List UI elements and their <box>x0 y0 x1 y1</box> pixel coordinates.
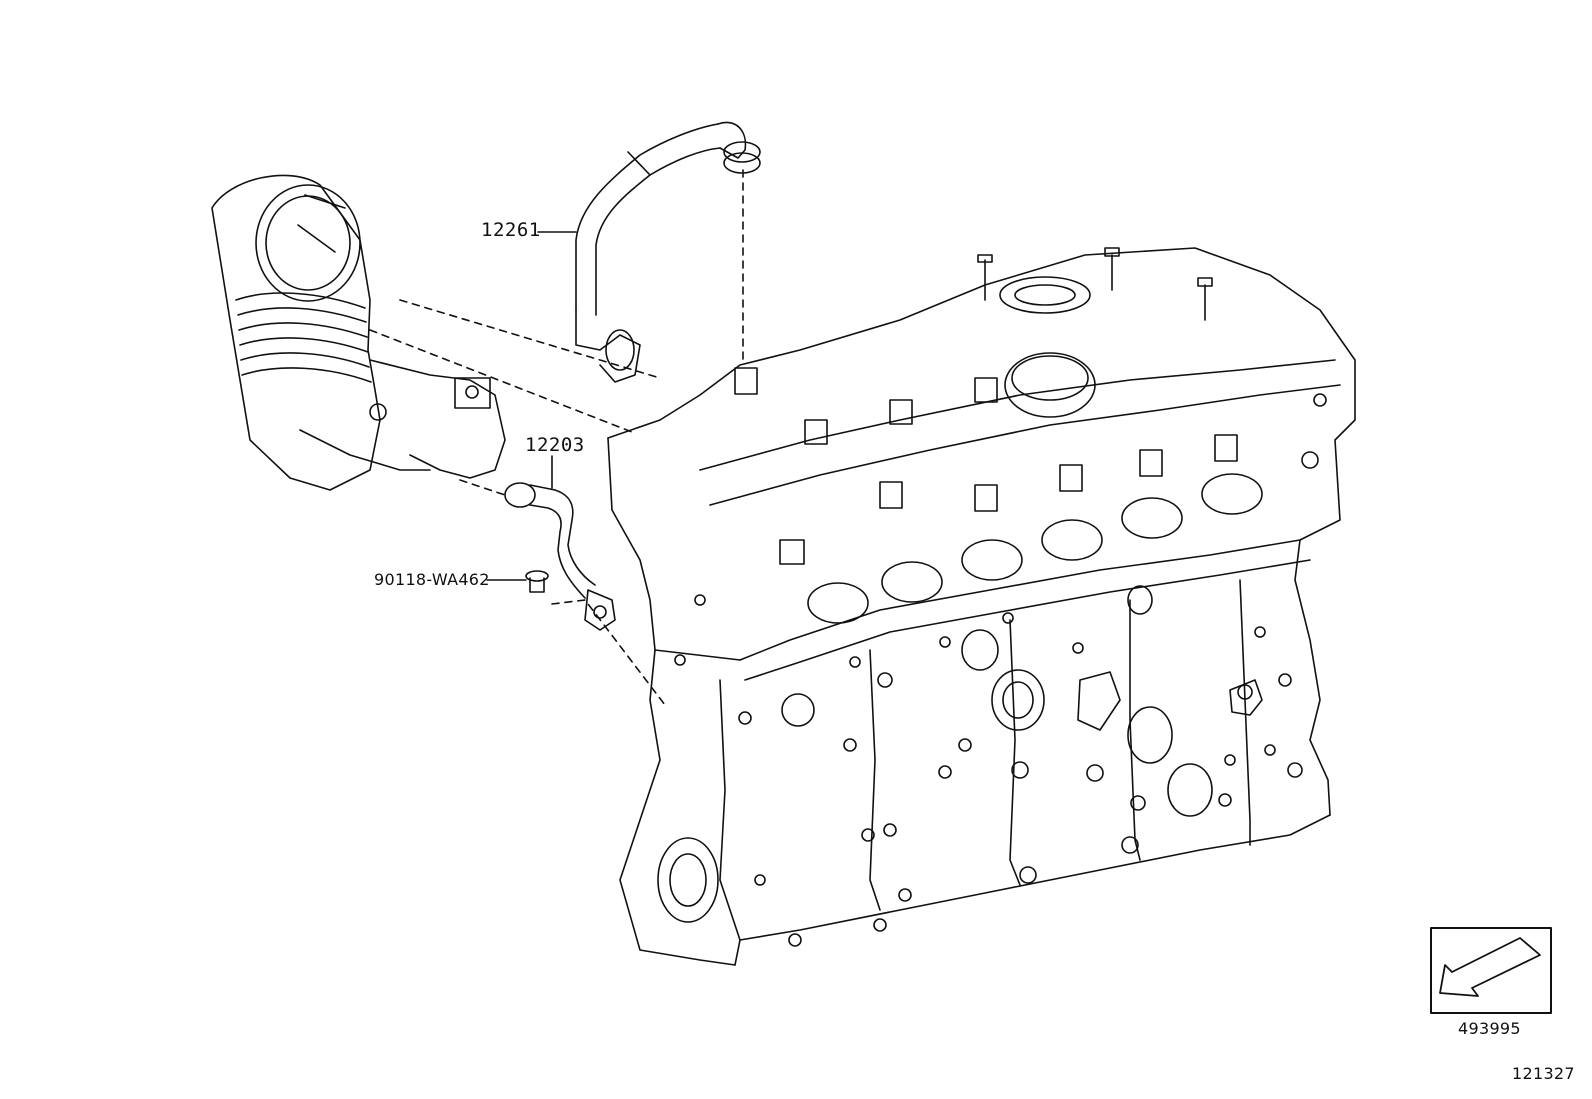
callout-bolt: 90118-WA462 <box>374 570 490 589</box>
ventilation-hose <box>504 482 616 631</box>
callout-leaders <box>486 231 577 581</box>
leader-dashed-lines <box>369 169 744 706</box>
figure-number: 121327 <box>1512 1064 1575 1083</box>
engine-block <box>607 247 1356 966</box>
callout-ventilation-hose: 12203 <box>525 434 585 456</box>
callout-pcv-hose: 12261 <box>481 219 541 241</box>
view-direction-arrow-icon <box>1439 937 1541 997</box>
pcv-hose <box>575 121 761 383</box>
view-indicator-box <box>1430 927 1552 1014</box>
air-intake-duct <box>211 174 506 491</box>
view-indicator-code: 493995 <box>1458 1019 1521 1038</box>
bolt <box>525 570 549 593</box>
